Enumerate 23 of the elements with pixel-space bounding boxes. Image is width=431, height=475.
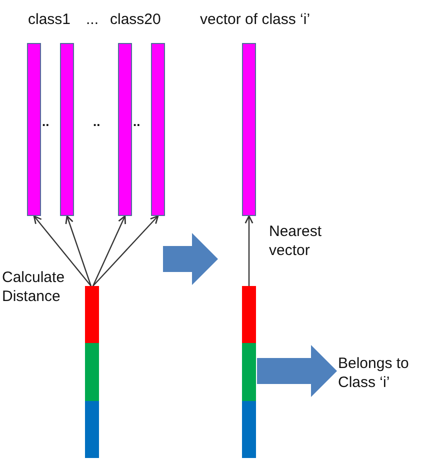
vector-bar (242, 43, 256, 216)
arrow (92, 215, 126, 286)
label-text: .. (93, 113, 100, 131)
label-text: ... (86, 10, 99, 29)
vector-bar (60, 43, 74, 216)
result-text: Belongs to Class ‘i’ (338, 354, 430, 392)
label-text: vector of class ‘i’ (200, 10, 310, 29)
vector-bar (27, 43, 41, 216)
block-arrow (257, 345, 337, 397)
arrow (244, 215, 254, 286)
arrow (65, 215, 92, 286)
edge-label: Nearest vector (269, 222, 323, 260)
vector-bar (242, 286, 256, 458)
label-text: class1 (28, 10, 71, 29)
label-text: .. (42, 113, 50, 131)
vector-bar (151, 43, 165, 216)
label-text: class20 (110, 10, 161, 29)
label-text: Calculate Distance (2, 268, 66, 306)
label-text: .. (133, 113, 140, 131)
vector-bar (118, 43, 132, 216)
vector-bar (85, 286, 99, 458)
arrow (33, 215, 92, 286)
arrow (92, 215, 159, 286)
